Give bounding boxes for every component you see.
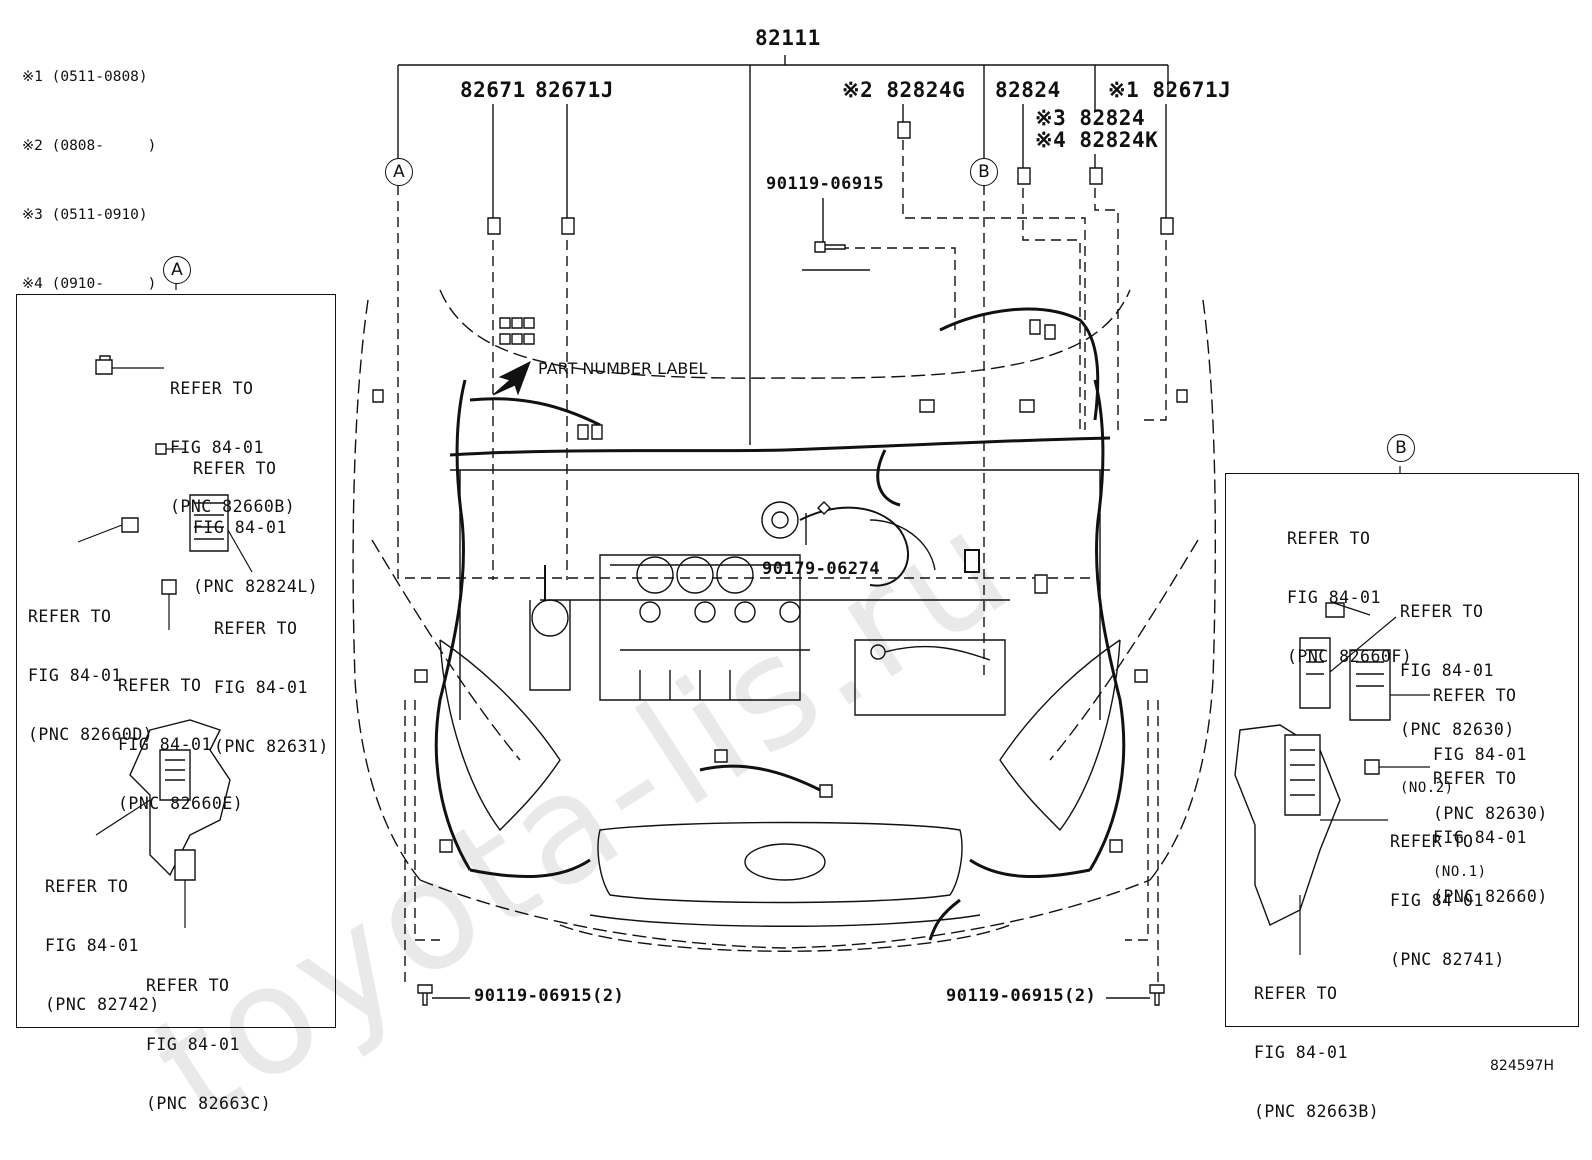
part-82824G[interactable]: ※2 82824G [842, 78, 966, 102]
ref-line: FIG 84-01 [45, 935, 139, 955]
legend-note-1: ※1 (0511-0808) [22, 69, 148, 85]
ref-82742[interactable]: REFER TO FIG 84-01 (PNC 82742) [45, 838, 160, 1053]
ref-line: FIG 84-01 [1254, 1042, 1348, 1062]
ref-line: REFER TO [193, 458, 277, 478]
ref-line: (PNC 82660) [1433, 886, 1548, 906]
ref-line: (PNC 82630) [1433, 803, 1548, 823]
ref-82660[interactable]: REFER TO FIG 84-01 (PNC 82660) [1433, 730, 1548, 945]
ref-line: FIG 84-01 [146, 1034, 240, 1054]
ref-line: (PNC 82663C) [146, 1093, 272, 1113]
ref-line: REFER TO [1287, 528, 1371, 548]
panel-a-tag: A [163, 256, 191, 284]
ref-line: (PNC 82660E) [118, 793, 244, 813]
ref-82630-no1[interactable]: REFER TO FIG 84-01 (PNC 82630) (NO.1) [1433, 647, 1548, 921]
legend: ※1 (0511-0808) ※2 (0808- ) ※3 (0511-0910… [22, 20, 156, 342]
ref-line: FIG 84-01 [28, 665, 122, 685]
ref-82741[interactable]: REFER TO FIG 84-01 (PNC 82741) [1390, 793, 1505, 1008]
ref-line: REFER TO [1254, 983, 1338, 1003]
ref-line: (NO.2) [1400, 779, 1454, 796]
ref-line: FIG 84-01 [1433, 827, 1527, 847]
ref-82630-no2[interactable]: REFER TO FIG 84-01 (PNC 82630) (NO.2) [1400, 563, 1515, 837]
ref-line: FIG 84-01 [1287, 587, 1381, 607]
ref-82660B[interactable]: REFER TO FIG 84-01 (PNC 82660B) [170, 340, 295, 555]
ref-82824L[interactable]: REFER TO FIG 84-01 (PNC 82824L) [193, 420, 318, 635]
ref-82660D[interactable]: REFER TO FIG 84-01 (PNC 82660D) [28, 568, 153, 783]
detail-panel-a [16, 294, 336, 1028]
ref-line: REFER TO [170, 378, 254, 398]
legend-note-4: ※4 (0910- ) [22, 276, 157, 292]
ref-82660E[interactable]: REFER TO FIG 84-01 (PNC 82660E) [118, 637, 243, 852]
ref-line: FIG 84-01 [1400, 660, 1494, 680]
ref-line: REFER TO [28, 606, 112, 626]
ref-line: FIG 84-01 [193, 517, 287, 537]
ref-line: REFER TO [214, 618, 298, 638]
part-90179-06274[interactable]: 90179-06274 [762, 559, 881, 579]
ref-line: FIG 84-01 [1390, 890, 1484, 910]
parts-diagram: toyota-lis.ru [16, 20, 1579, 1156]
legend-note-3: ※3 (0511-0910) [22, 207, 148, 223]
ref-line: (PNC 82742) [45, 994, 160, 1014]
ref-line: (PNC 82741) [1390, 949, 1505, 969]
ref-line: (PNC 82824L) [193, 576, 319, 596]
ref-82663B[interactable]: REFER TO FIG 84-01 (PNC 82663B) [1254, 945, 1379, 1160]
engine-bay-drawing [77, 55, 1430, 1006]
ref-line: (PNC 82660F) [1287, 646, 1413, 666]
part-number-label: PART NUMBER LABEL [538, 359, 708, 378]
ref-line: FIG 84-01 [118, 734, 212, 754]
ref-line: REFER TO [45, 876, 129, 896]
ref-line: FIG 84-01 [214, 677, 308, 697]
ref-line: REFER TO [1433, 685, 1517, 705]
part-82671J-note1[interactable]: ※1 82671J [1108, 78, 1232, 102]
ref-line: FIG 84-01 [170, 437, 264, 457]
part-82824[interactable]: 82824 [995, 78, 1061, 102]
ref-line: (PNC 82630) [1400, 719, 1515, 739]
ref-line: (PNC 82660D) [28, 724, 154, 744]
ref-line: FIG 84-01 [1433, 744, 1527, 764]
detail-panel-b [1225, 473, 1579, 1027]
part-90119-06915-left[interactable]: 90119-06915(2) [474, 986, 625, 1006]
callout-a[interactable]: A [385, 158, 413, 186]
ref-line: (PNC 82660B) [170, 496, 296, 516]
callout-b[interactable]: B [970, 158, 998, 186]
ref-line: REFER TO [118, 675, 202, 695]
part-82824-note3[interactable]: ※3 82824 [1035, 106, 1146, 130]
part-82824K-note4[interactable]: ※4 82824K [1035, 128, 1159, 152]
part-82111[interactable]: 82111 [755, 26, 821, 50]
ref-line: (NO.1) [1433, 863, 1487, 880]
ref-line: REFER TO [1390, 831, 1474, 851]
part-90119-06915-right[interactable]: 90119-06915(2) [946, 986, 1097, 1006]
ref-line: REFER TO [1433, 768, 1517, 788]
legend-note-2: ※2 (0808- ) [22, 138, 157, 154]
panel-b-tag: B [1387, 434, 1415, 462]
ref-82663C[interactable]: REFER TO FIG 84-01 (PNC 82663C) [146, 937, 271, 1152]
part-82671J[interactable]: 82671J [535, 78, 614, 102]
ref-line: (PNC 82663B) [1254, 1101, 1380, 1121]
ref-82660F[interactable]: REFER TO FIG 84-01 (PNC 82660F) [1287, 490, 1412, 705]
ref-82631[interactable]: REFER TO FIG 84-01 (PNC 82631) [214, 580, 329, 795]
part-82671[interactable]: 82671 [460, 78, 526, 102]
ref-line: (PNC 82631) [214, 736, 329, 756]
part-90119-06915[interactable]: 90119-06915 [766, 174, 885, 194]
ref-line: REFER TO [1400, 601, 1484, 621]
diagram-code: 824597H [1490, 1058, 1554, 1074]
ref-line: REFER TO [146, 975, 230, 995]
